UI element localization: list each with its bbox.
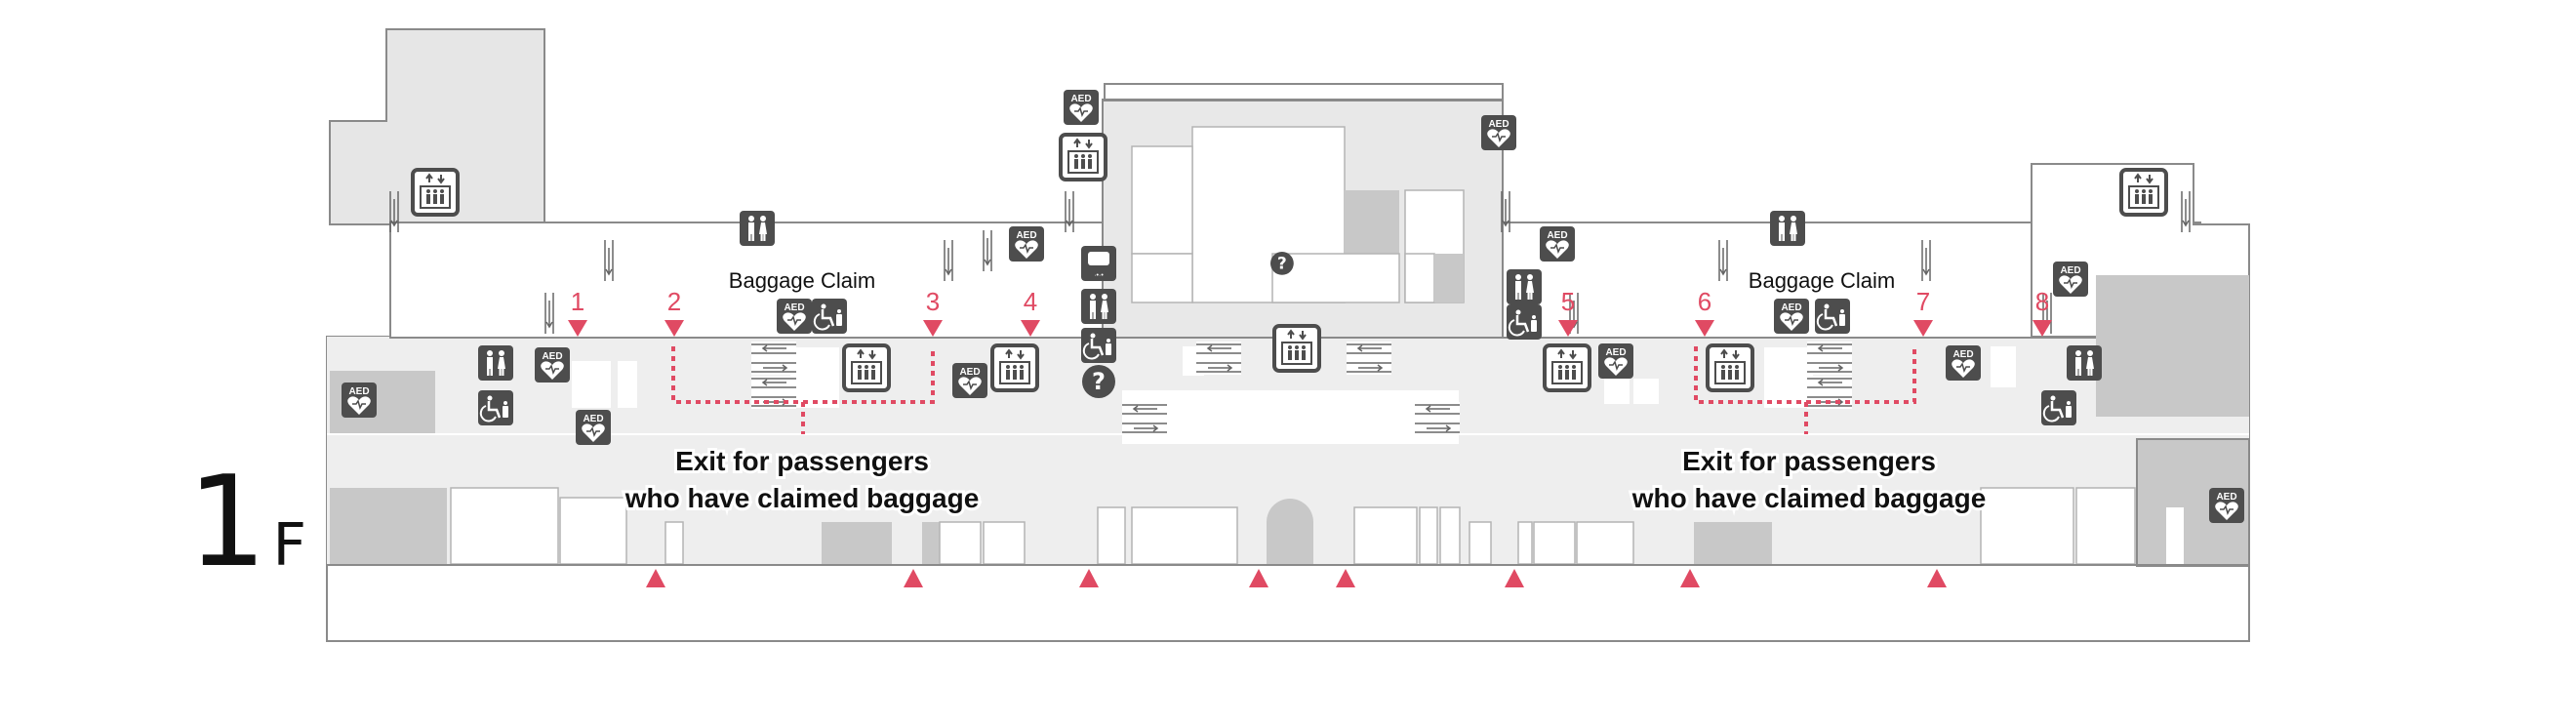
restroom-icon (1507, 269, 1542, 304)
carousel-number: 7 (1916, 287, 1930, 316)
aed-icon (951, 362, 988, 399)
elevator-icon (1272, 324, 1321, 373)
carousel-marker-7: 7 (1913, 287, 1933, 337)
elevator-icon (1706, 343, 1754, 392)
svg-text:who have claimed baggage: who have claimed baggage (624, 483, 980, 513)
exit-label-left: Exit for passengers who have claimed bag… (622, 443, 983, 516)
exit-zone-left (671, 346, 935, 434)
accessible-restroom-icon (810, 297, 849, 336)
carousel-marker-1: 1 (568, 287, 587, 337)
carousel-marker-2: 2 (664, 287, 684, 337)
aed-icon (1597, 342, 1634, 380)
aed-icon (575, 409, 612, 446)
aed-icon (1008, 225, 1045, 262)
carousel-number: 1 (571, 287, 584, 316)
carousel-number: 2 (667, 287, 681, 316)
elevator-icon (990, 343, 1039, 392)
restroom-icon (1081, 289, 1116, 324)
exit-label-right: Exit for passengers who have claimed bag… (1629, 443, 1990, 516)
info-icon (1270, 252, 1294, 275)
baggage-claim-label-left: Baggage Claim (729, 268, 875, 293)
carousel-markers: 1 2 3 4 5 6 7 8 (568, 287, 2052, 337)
svg-text:Exit for passengers: Exit for passengers (1682, 446, 1936, 476)
carousel-marker-8: 8 (2033, 287, 2052, 337)
info-icon (1082, 365, 1115, 398)
elevator-icon (842, 343, 891, 392)
aed-icon (341, 382, 378, 419)
carousel-marker-6: 6 (1695, 287, 1714, 337)
elevator-icon (2119, 168, 2168, 217)
carousel-number: 4 (1024, 287, 1037, 316)
restroom-icon (2067, 345, 2102, 381)
svg-text:who have claimed baggage: who have claimed baggage (1631, 483, 1987, 513)
aed-icon (2052, 261, 2089, 298)
accessible-restroom-icon (476, 388, 515, 427)
elevator-icon (411, 168, 460, 217)
carousel-marker-3: 3 (923, 287, 943, 337)
elevator-icon (1543, 343, 1591, 392)
restroom-icon (1770, 211, 1805, 246)
aed-icon (1539, 225, 1576, 262)
floor-suffix: F (272, 511, 306, 580)
aed-icon (1945, 344, 1982, 382)
carousel-number: 5 (1561, 287, 1575, 316)
building-base (326, 28, 2250, 642)
aed-icon (2208, 487, 2245, 524)
accessible-restroom-icon (1505, 302, 1544, 342)
restroom-icon (740, 211, 775, 246)
accessible-restroom-icon (2039, 388, 2078, 427)
carousel-marker-4: 4 (1021, 287, 1040, 337)
svg-text:·•·•: ·•·• (1094, 272, 1104, 279)
aed-icon (1480, 114, 1517, 151)
carousel-marker-5: 5 (1558, 287, 1578, 337)
carousel-number: 6 (1698, 287, 1711, 316)
aed-icon (1773, 298, 1810, 335)
accessible-restroom-icon (1079, 326, 1118, 365)
svg-text:Exit for passengers: Exit for passengers (675, 446, 929, 476)
aed-icon (534, 346, 571, 383)
restroom-icon (478, 345, 513, 381)
carousel-number: 8 (2035, 287, 2049, 316)
aed-icon (776, 298, 813, 335)
entrance-markers (646, 569, 1947, 587)
elevator-icon (1059, 133, 1107, 181)
carousel-number: 3 (926, 287, 940, 316)
baby-room-icon: ·•·• (1081, 246, 1116, 281)
accessible-restroom-icon (1813, 297, 1852, 336)
aed-icon (1063, 89, 1100, 126)
floor-number: 1 (187, 450, 267, 595)
baggage-claim-label-right: Baggage Claim (1749, 268, 1895, 293)
